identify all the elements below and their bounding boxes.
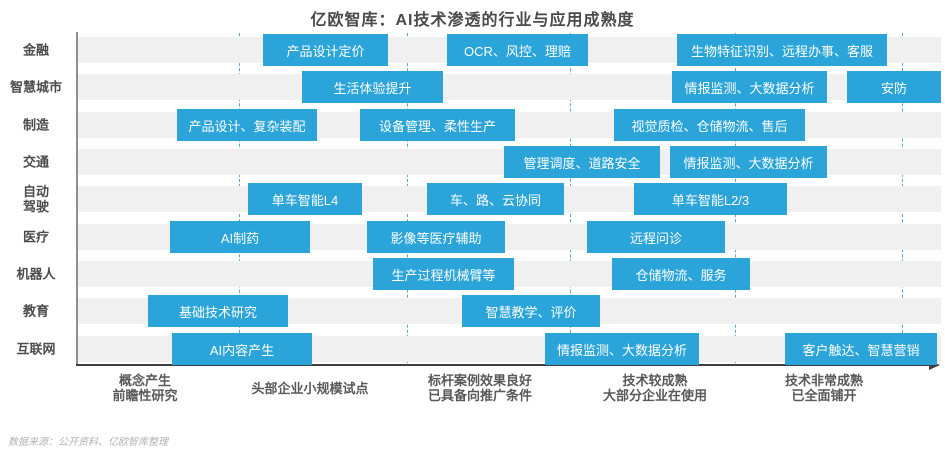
industry-row-label-line: 制造 [22, 117, 49, 133]
application-box: 管理调度、道路安全 [504, 146, 660, 178]
industry-row-label-line: 机器人 [16, 266, 56, 282]
maturity-stage-label-line: 已全面铺开 [791, 388, 857, 403]
application-box: 产品设计、复杂装配 [177, 109, 317, 141]
industry-row-label: 自动驾驶 [0, 184, 72, 214]
maturity-stage-label: 头部企业小规模试点 [251, 371, 368, 405]
application-box: 情报监测、大数据分析 [672, 71, 827, 103]
application-box: 远程问诊 [587, 221, 725, 253]
x-axis-arrowhead-icon [929, 360, 940, 370]
application-box: 情报监测、大数据分析 [545, 333, 699, 365]
maturity-stage-label: 技术较成熟大部分企业在使用 [603, 371, 707, 405]
chart-title: 亿欧智库：AI技术渗透的行业与应用成熟度 [310, 12, 635, 29]
maturity-stage-label: 标杆案例效果良好已具备向推广条件 [428, 371, 532, 405]
application-box: 设备管理、柔性生产 [360, 109, 515, 141]
industry-row-label: 制造 [0, 118, 72, 133]
industry-row-label: 医疗 [0, 230, 72, 245]
application-box: 影像等医疗辅助 [367, 221, 505, 253]
maturity-stage-label: 技术非常成熟已全面铺开 [785, 371, 863, 405]
application-box: 基础技术研究 [148, 295, 288, 327]
data-source-note: 数据来源：公开资料、亿欧智库整理 [8, 437, 168, 448]
industry-row-label-line: 医疗 [22, 229, 49, 245]
industry-row-label-line: 自动 [22, 184, 49, 199]
maturity-stage-label: 概念产生前瞻性研究 [112, 371, 177, 405]
industry-row-label-line: 交通 [22, 154, 49, 170]
industry-row-label: 教育 [0, 304, 72, 319]
industry-row-label: 交通 [0, 155, 72, 170]
maturity-stage-label-line: 前瞻性研究 [112, 388, 178, 403]
industry-row-label: 互联网 [0, 342, 72, 357]
industry-row-label: 智慧城市 [0, 80, 72, 95]
maturity-stage-label-line: 头部企业小规模试点 [251, 380, 369, 396]
application-box: 单车智能L4 [248, 183, 362, 215]
application-box: 产品设计定价 [263, 34, 388, 66]
industry-row-label-line: 智慧城市 [9, 79, 62, 95]
application-box: 单车智能L2/3 [634, 183, 787, 215]
industry-row-label: 金融 [0, 43, 72, 58]
application-box: 仓储物流、服务 [612, 258, 750, 290]
industry-row-label-line: 金融 [22, 42, 49, 58]
maturity-stage-label-line: 概念产生 [118, 373, 172, 388]
application-box: 智慧教学、评价 [462, 295, 600, 327]
maturity-stage-label-line: 技术较成熟 [622, 373, 688, 388]
maturity-stage-label-line: 标杆案例效果良好 [427, 373, 533, 388]
application-box: AI制药 [170, 221, 310, 253]
maturity-stage-label-line: 大部分企业在使用 [602, 388, 708, 403]
application-box: 视觉质检、仓储物流、售后 [614, 109, 805, 141]
industry-row-label-line: 驾驶 [22, 199, 49, 214]
application-box: 生产过程机械臂等 [373, 258, 514, 290]
application-box: OCR、风控、理赔 [447, 34, 588, 66]
application-box: 情报监测、大数据分析 [670, 146, 827, 178]
application-box: 车、路、云协同 [427, 183, 564, 215]
y-axis-line [76, 32, 78, 366]
application-box: 生物特征识别、远程办事、客服 [677, 34, 887, 66]
application-box: 客户触达、智慧营销 [785, 333, 937, 365]
industry-row-label: 机器人 [0, 267, 72, 282]
industry-row-label-line: 互联网 [16, 341, 56, 357]
maturity-stage-label-line: 已具备向推广条件 [427, 388, 533, 403]
application-box: AI内容产生 [172, 333, 312, 365]
x-axis-line [76, 364, 931, 366]
maturity-stage-label-line: 技术非常成熟 [784, 373, 864, 388]
application-box: 生活体验提升 [302, 71, 443, 103]
application-box: 安防 [847, 71, 941, 103]
industry-row-label-line: 教育 [22, 303, 49, 319]
